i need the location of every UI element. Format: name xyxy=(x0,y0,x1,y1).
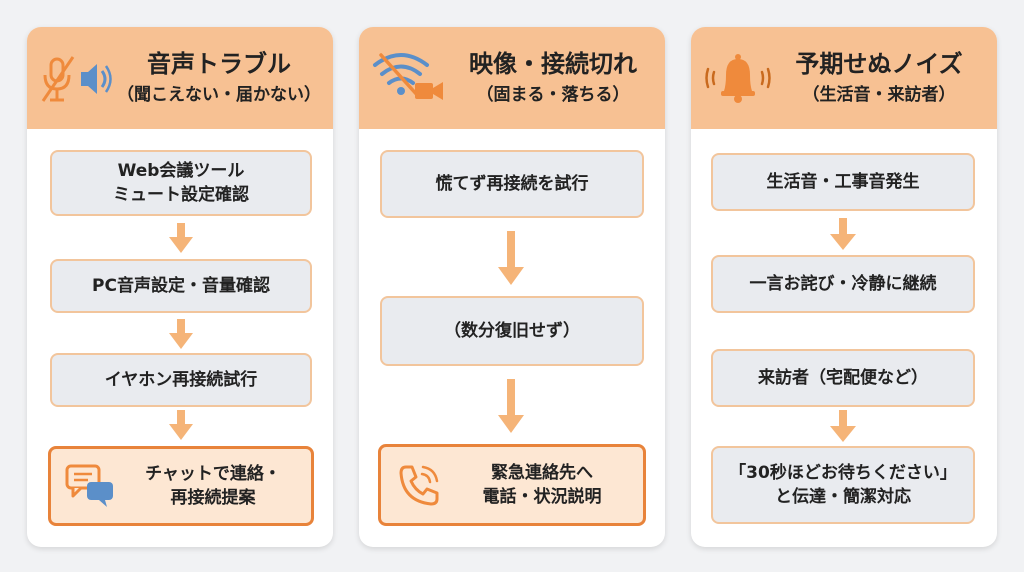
phone-icon xyxy=(399,465,439,506)
down-arrow-icon xyxy=(169,319,193,349)
down-arrow-icon xyxy=(169,410,193,440)
column-title: 予期せぬノイズ xyxy=(795,50,963,78)
down-arrow-icon xyxy=(498,231,524,285)
down-arrow-icon xyxy=(498,379,524,433)
down-arrow-icon xyxy=(169,223,193,253)
step-text: PC音声設定・音量確認 xyxy=(92,276,270,296)
column-header: 予期せぬノイズ （生活音・来訪者） xyxy=(691,27,997,129)
final-step-box: 緊急連絡先へ 電話・状況説明 xyxy=(378,444,646,526)
down-arrow-icon xyxy=(830,218,856,250)
chat-bubbles-icon xyxy=(65,464,113,507)
step-box: PC音声設定・音量確認 xyxy=(50,259,312,313)
step-text: Web会議ツール xyxy=(117,161,245,181)
step-text: 再接続提案 xyxy=(170,488,256,508)
final-step-box: チャットで連絡・ 再接続提案 xyxy=(48,446,314,526)
column-header: 映像・接続切れ （固まる・落ちる） xyxy=(359,27,665,129)
column-unexpected-noise: 予期せぬノイズ （生活音・来訪者） 生活音・工事音発生 一言お詫び・冷静に継続 … xyxy=(691,27,997,547)
step-text: ミュート設定確認 xyxy=(113,185,249,205)
column-title: 音声トラブル xyxy=(147,50,291,78)
step-box: 慌てず再接続を試行 xyxy=(380,150,644,218)
wifi-camera-icon xyxy=(371,49,445,109)
column-subtitle: （固まる・落ちる） xyxy=(476,85,630,105)
step-box: Web会議ツール ミュート設定確認 xyxy=(50,150,312,216)
column-title: 映像・接続切れ xyxy=(469,50,637,78)
muted-mic-speaker-icon xyxy=(41,55,115,109)
column-titles: 予期せぬノイズ （生活音・来訪者） xyxy=(773,49,985,107)
step-text: 一言お詫び・冷静に継続 xyxy=(749,274,937,294)
step-box: 来訪者（宅配便など） xyxy=(711,349,975,407)
step-text: 「30秒ほどお待ちください」 xyxy=(729,463,957,483)
step-box: 一言お詫び・冷静に継続 xyxy=(711,255,975,313)
bell-icon xyxy=(705,51,771,109)
column-audio-trouble: 音声トラブル （聞こえない・届かない） Web会議ツール ミュート設定確認 PC… xyxy=(27,27,333,547)
step-text: 慌てず再接続を試行 xyxy=(435,174,589,194)
column-subtitle: （生活音・来訪者） xyxy=(802,85,956,105)
column-header: 音声トラブル （聞こえない・届かない） xyxy=(27,27,333,129)
column-titles: 映像・接続切れ （固まる・落ちる） xyxy=(447,49,659,107)
step-text: 緊急連絡先へ xyxy=(491,463,593,483)
step-text: イヤホン再接続試行 xyxy=(104,370,258,390)
step-text: チャットで連絡・ xyxy=(145,464,281,484)
column-video-disconnect: 映像・接続切れ （固まる・落ちる） 慌てず再接続を試行 （数分復旧せず） 緊急連… xyxy=(359,27,665,547)
step-text: と伝達・簡潔対応 xyxy=(774,487,911,507)
step-box: 生活音・工事音発生 xyxy=(711,153,975,211)
step-text: 来訪者（宅配便など） xyxy=(758,368,928,388)
down-arrow-icon xyxy=(830,410,856,442)
step-text: 生活音・工事音発生 xyxy=(766,172,920,192)
step-box: 「30秒ほどお待ちください」 と伝達・簡潔対応 xyxy=(711,446,975,524)
step-box: （数分復旧せず） xyxy=(380,296,644,366)
column-subtitle: （聞こえない・届かない） xyxy=(117,85,321,105)
step-text: （数分復旧せず） xyxy=(444,321,580,341)
step-text: 電話・状況説明 xyxy=(482,487,602,507)
column-titles: 音声トラブル （聞こえない・届かない） xyxy=(113,49,325,107)
step-box: イヤホン再接続試行 xyxy=(50,353,312,407)
